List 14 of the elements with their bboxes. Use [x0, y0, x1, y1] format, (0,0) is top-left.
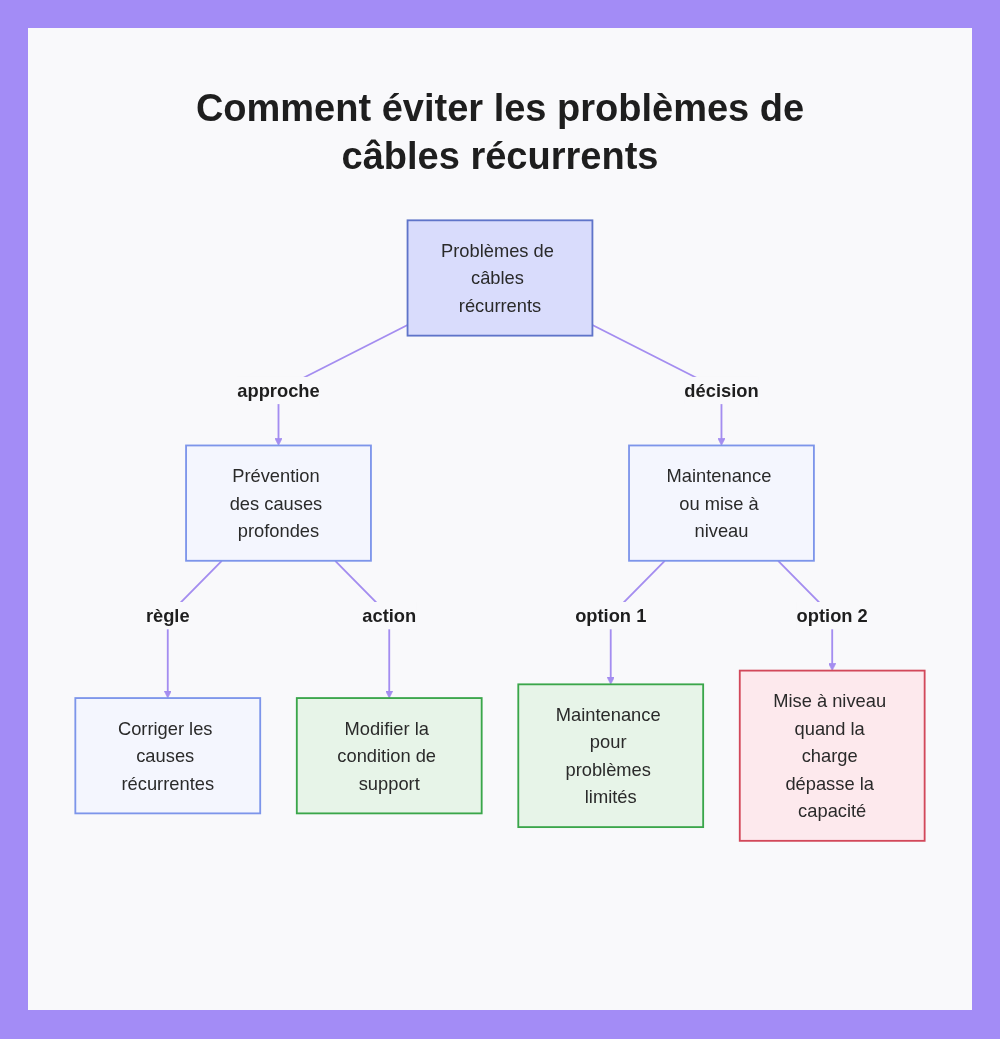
node-box: Modifier la condition de support	[295, 697, 483, 815]
edge-label: option 2	[796, 605, 868, 626]
edge-label: décision	[684, 380, 759, 401]
node-box: Corriger les causes récurrentes	[74, 697, 262, 815]
node-box: Prévention des causes profondes	[185, 444, 372, 562]
node-box: Mise à niveau quand la charge dépasse la capacité	[738, 669, 926, 842]
edge-label: action	[362, 605, 417, 626]
edge-label: option 1	[575, 605, 647, 626]
node-box: Problèmes de câbles récurrents	[406, 219, 594, 337]
node-box: Maintenance ou mise à niveau	[628, 444, 815, 562]
diagram-title: Comment éviter les problèmes de câbles récurrents	[194, 86, 806, 179]
edge-label: règle	[145, 605, 190, 626]
edge-label: approche	[237, 380, 320, 401]
node-box: Maintenance pour problèmes limités	[517, 683, 705, 829]
